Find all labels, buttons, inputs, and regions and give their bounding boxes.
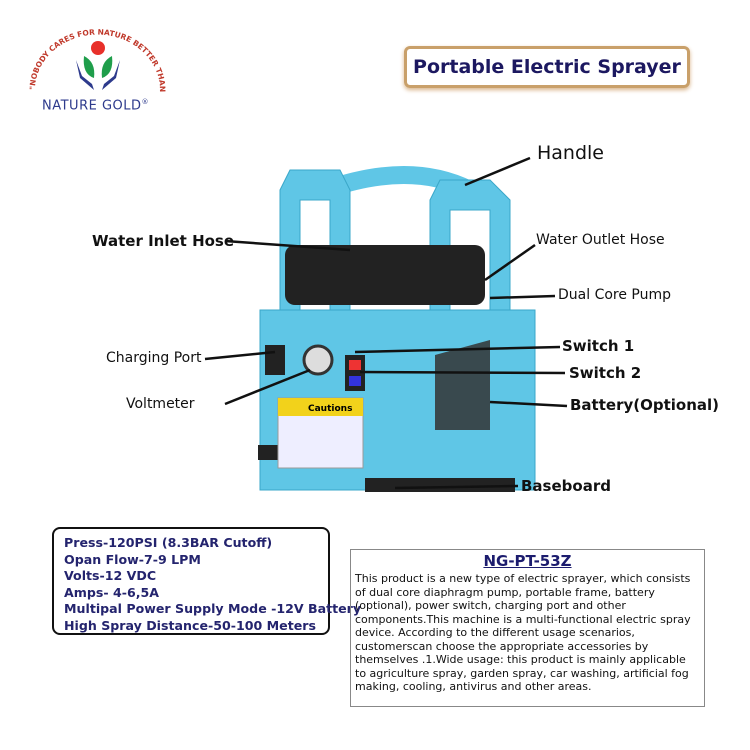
label-switch-2: Switch 2 [569,364,642,382]
label-pump: Dual Core Pump [558,287,672,303]
spec-item: High Spray Distance-50-100 Meters [64,617,316,633]
label-voltmeter: Voltmeter [126,396,195,412]
label-charging-port: Charging Port [106,350,202,366]
description-box: NG-PT-53Z This product is a new type of … [350,549,705,707]
page-title: Portable Electric Sprayer [404,46,690,88]
logo-emblem-icon: "NOBODY CARES FOR NATURE BETTER THAN US" [17,11,167,92]
spec-item: Opan Flow-7-9 LPM [64,551,201,567]
label-water-outlet: Water Outlet Hose [536,232,665,248]
spec-item: Press-120PSI (8.3BAR Cutoff) [64,535,273,550]
label-baseboard: Baseboard [521,477,611,495]
spec-item: Amps- 4-6,5A [64,584,160,600]
label-switch-1: Switch 1 [562,337,635,355]
label-water-inlet: Water Inlet Hose [92,232,235,250]
logo: "NOBODY CARES FOR NATURE BETTER THAN US" [17,11,170,98]
logo-name: NATURE GOLD® [42,98,150,114]
label-battery: Battery(Optional) [570,396,720,414]
spec-item: Volts-12 VDC [64,568,157,583]
voltmeter [302,344,334,376]
label-handle: Handle [537,142,605,164]
spec-item: Multipal Power Supply Mode -12V Battery [64,601,362,616]
caution-label: Cautions [308,404,352,414]
model-number: NG-PT-53Z [483,552,572,570]
specs-box: Press-120PSI (8.3BAR Cutoff) Opan Flow-7… [52,527,362,635]
description-text: This product is a new type of electric s… [355,572,691,693]
sprayer-illustration: Cautions [258,166,536,492]
